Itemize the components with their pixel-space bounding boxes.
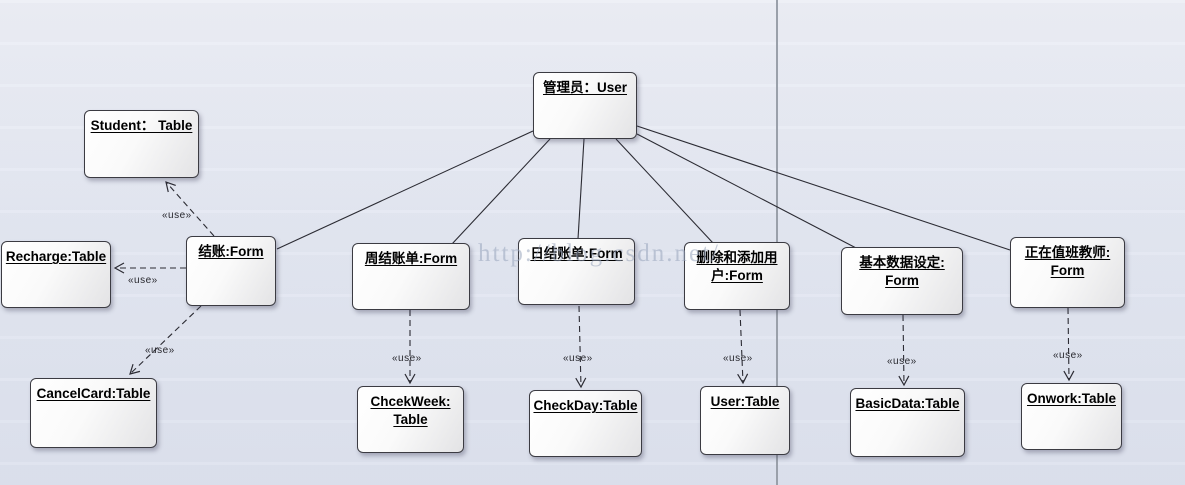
use-dependency-arrows	[113, 181, 1075, 389]
solid-association-lines	[276, 125, 1011, 251]
node-label: 管理员：User	[542, 80, 628, 95]
use-stereotype-label: «use»	[145, 345, 175, 356]
node-label: 基本数据设定: Form	[859, 255, 945, 289]
use-stereotype-label: «use»	[128, 275, 158, 286]
use-stereotype-label: «use»	[162, 210, 192, 221]
node-chcekweek-table[interactable]: ChcekWeek: Table	[357, 386, 464, 453]
node-user-manage-form[interactable]: 删除和添加用 户:Form	[684, 242, 790, 310]
node-daily-bill-form[interactable]: 日结账单:Form	[518, 238, 635, 305]
node-label: User:Table	[710, 394, 780, 409]
node-recharge-table[interactable]: Recharge:Table	[1, 241, 111, 308]
node-label: 日结账单:Form	[530, 246, 623, 261]
use-stereotype-label: «use»	[1053, 350, 1083, 361]
node-label: 周结账单:Form	[364, 251, 458, 266]
node-student-table[interactable]: Student： Table	[84, 110, 199, 178]
node-label: CheckDay:Table	[533, 398, 638, 413]
node-onduty-teacher-form[interactable]: 正在值班教师: Form	[1010, 237, 1125, 308]
node-label: Student： Table	[90, 118, 193, 133]
node-cancelcard-table[interactable]: CancelCard:Table	[30, 378, 157, 448]
use-stereotype-label: «use»	[723, 353, 753, 364]
node-label: CancelCard:Table	[36, 386, 151, 401]
node-label: BasicData:Table	[855, 396, 960, 411]
node-label: 结账:Form	[198, 244, 264, 259]
node-admin-user[interactable]: 管理员：User	[533, 72, 637, 139]
node-label: Recharge:Table	[5, 249, 107, 264]
use-stereotype-label: «use»	[563, 353, 593, 364]
node-checkday-table[interactable]: CheckDay:Table	[529, 390, 642, 457]
node-label: 正在值班教师: Form	[1024, 245, 1111, 279]
node-basic-data-setting-form[interactable]: 基本数据设定: Form	[841, 247, 963, 315]
node-onwork-table[interactable]: Onwork:Table	[1021, 383, 1122, 450]
node-label: Onwork:Table	[1026, 391, 1116, 406]
node-label: 删除和添加用 户:Form	[696, 250, 778, 284]
node-weekly-bill-form[interactable]: 周结账单:Form	[352, 243, 470, 310]
node-label: ChcekWeek: Table	[370, 394, 451, 428]
node-basicdata-table[interactable]: BasicData:Table	[850, 388, 965, 457]
node-settle-form[interactable]: 结账:Form	[186, 236, 276, 306]
use-stereotype-label: «use»	[887, 356, 917, 367]
use-stereotype-label: «use»	[392, 353, 422, 364]
node-user-table[interactable]: User:Table	[700, 386, 790, 455]
